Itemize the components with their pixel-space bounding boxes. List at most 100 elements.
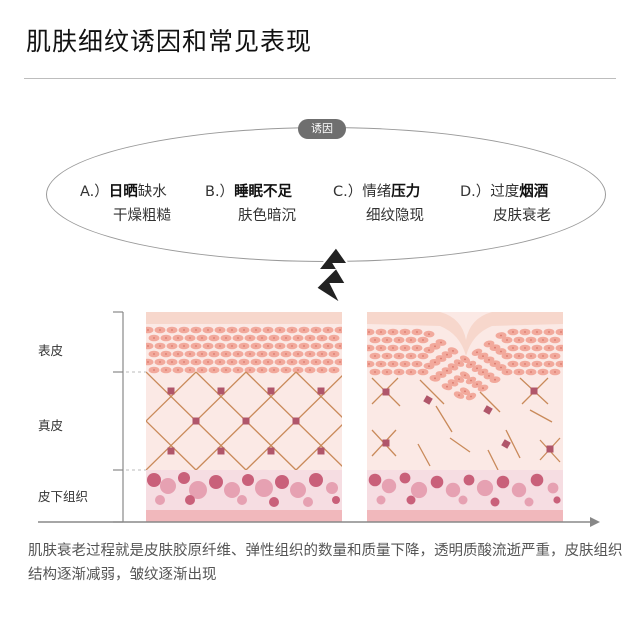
cell-nucleus bbox=[422, 339, 424, 341]
cell-nucleus bbox=[434, 361, 436, 364]
epidermis-cells bbox=[146, 326, 342, 374]
broken-fiber bbox=[529, 409, 553, 423]
cell-nucleus bbox=[470, 379, 472, 382]
cell-nucleus bbox=[506, 355, 508, 357]
cell-nucleus bbox=[183, 329, 185, 331]
cell-nucleus bbox=[255, 329, 257, 331]
cell-nucleus bbox=[189, 337, 191, 339]
cell-nucleus bbox=[368, 363, 370, 365]
cell-nucleus bbox=[500, 334, 502, 337]
cell-nucleus bbox=[279, 361, 281, 363]
cell-nucleus bbox=[554, 371, 556, 373]
cell-nucleus bbox=[339, 361, 341, 363]
broken-fiber bbox=[435, 405, 453, 433]
cell-nucleus bbox=[536, 363, 538, 365]
cell-nucleus bbox=[177, 353, 179, 355]
cause-a-effect: 干燥粗糙 bbox=[113, 208, 171, 224]
fat-cell bbox=[332, 496, 340, 504]
cell-nucleus bbox=[213, 353, 215, 355]
title-divider bbox=[24, 78, 616, 79]
cell-nucleus bbox=[398, 371, 400, 373]
cell-nucleus bbox=[219, 329, 221, 331]
fat-cell bbox=[309, 473, 323, 487]
process-arrow bbox=[38, 517, 600, 527]
cell-nucleus bbox=[285, 369, 287, 371]
fat-cell bbox=[547, 482, 559, 494]
fat-cell bbox=[463, 474, 475, 486]
cell-nucleus bbox=[422, 355, 424, 357]
cell-nucleus bbox=[309, 369, 311, 371]
fat-cells-reduced bbox=[368, 472, 561, 507]
cell-nucleus bbox=[548, 331, 550, 333]
cell-nucleus bbox=[285, 337, 287, 339]
cell-nucleus bbox=[422, 371, 424, 373]
cell-nucleus bbox=[392, 347, 394, 349]
cell-nucleus bbox=[416, 347, 418, 349]
cell-nucleus bbox=[273, 353, 275, 355]
cell-nucleus bbox=[368, 347, 370, 349]
cell-nucleus bbox=[231, 345, 233, 347]
cell-nucleus bbox=[458, 362, 460, 364]
cell-nucleus bbox=[261, 353, 263, 355]
cell-nucleus bbox=[476, 367, 478, 370]
cell-nucleus bbox=[159, 329, 161, 331]
cell-nucleus bbox=[297, 369, 299, 371]
cell-nucleus bbox=[195, 329, 197, 331]
cell-nucleus bbox=[315, 329, 317, 331]
cause-c-bold: 压力 bbox=[391, 184, 421, 200]
label-dermis: 真皮 bbox=[38, 418, 64, 433]
cell-nucleus bbox=[237, 369, 239, 371]
cell-nucleus bbox=[440, 341, 442, 344]
fat-cell bbox=[445, 482, 461, 498]
epidermis-cell bbox=[146, 342, 154, 350]
fiber-node bbox=[317, 387, 325, 395]
cell-nucleus bbox=[195, 361, 197, 363]
cell-nucleus bbox=[291, 329, 293, 331]
cell-nucleus bbox=[321, 369, 323, 371]
fat-cell bbox=[511, 482, 527, 498]
fiber-node bbox=[192, 417, 200, 425]
cell-nucleus bbox=[488, 343, 490, 345]
cell-nucleus bbox=[488, 375, 490, 377]
cell-nucleus bbox=[452, 366, 454, 368]
healthy-skin-panel bbox=[146, 312, 342, 522]
fiber-node bbox=[217, 387, 225, 395]
cell-nucleus bbox=[410, 355, 412, 357]
cell-nucleus bbox=[560, 363, 562, 365]
cause-b-prefix: B.） bbox=[205, 184, 235, 200]
cell-nucleus bbox=[147, 361, 149, 363]
fiber-node bbox=[501, 439, 511, 449]
cause-d-pre: 过度 bbox=[490, 184, 520, 200]
cell-nucleus bbox=[560, 347, 562, 349]
cell-nucleus bbox=[386, 339, 388, 341]
fiber-node bbox=[167, 447, 175, 455]
cell-nucleus bbox=[386, 371, 388, 373]
cell-nucleus bbox=[195, 345, 197, 347]
cell-nucleus bbox=[153, 353, 155, 355]
cause-a-prefix: A.） bbox=[80, 184, 109, 200]
cell-nucleus bbox=[267, 361, 269, 363]
cell-nucleus bbox=[177, 337, 179, 339]
cell-nucleus bbox=[273, 337, 275, 339]
cell-nucleus bbox=[374, 371, 376, 373]
cell-nucleus bbox=[243, 361, 245, 363]
cell-nucleus bbox=[159, 361, 161, 363]
cell-nucleus bbox=[494, 378, 496, 381]
cause-c-prefix: C.） bbox=[333, 184, 363, 200]
cause-a: A.）日晒缺水 干燥粗糙 bbox=[80, 180, 171, 228]
cell-nucleus bbox=[518, 355, 520, 357]
cell-nucleus bbox=[243, 329, 245, 331]
cell-nucleus bbox=[542, 371, 544, 373]
cell-nucleus bbox=[327, 329, 329, 331]
cell-nucleus bbox=[315, 361, 317, 363]
cell-nucleus bbox=[380, 331, 382, 333]
fat-cell bbox=[458, 495, 468, 505]
epidermis-cell bbox=[555, 360, 563, 368]
cause-a-rest: 缺水 bbox=[137, 184, 167, 200]
fat-cell bbox=[189, 481, 207, 499]
fat-cell bbox=[209, 475, 223, 489]
cell-nucleus bbox=[177, 369, 179, 371]
fiber-node bbox=[423, 395, 433, 405]
cell-nucleus bbox=[207, 345, 209, 347]
cell-nucleus bbox=[386, 355, 388, 357]
